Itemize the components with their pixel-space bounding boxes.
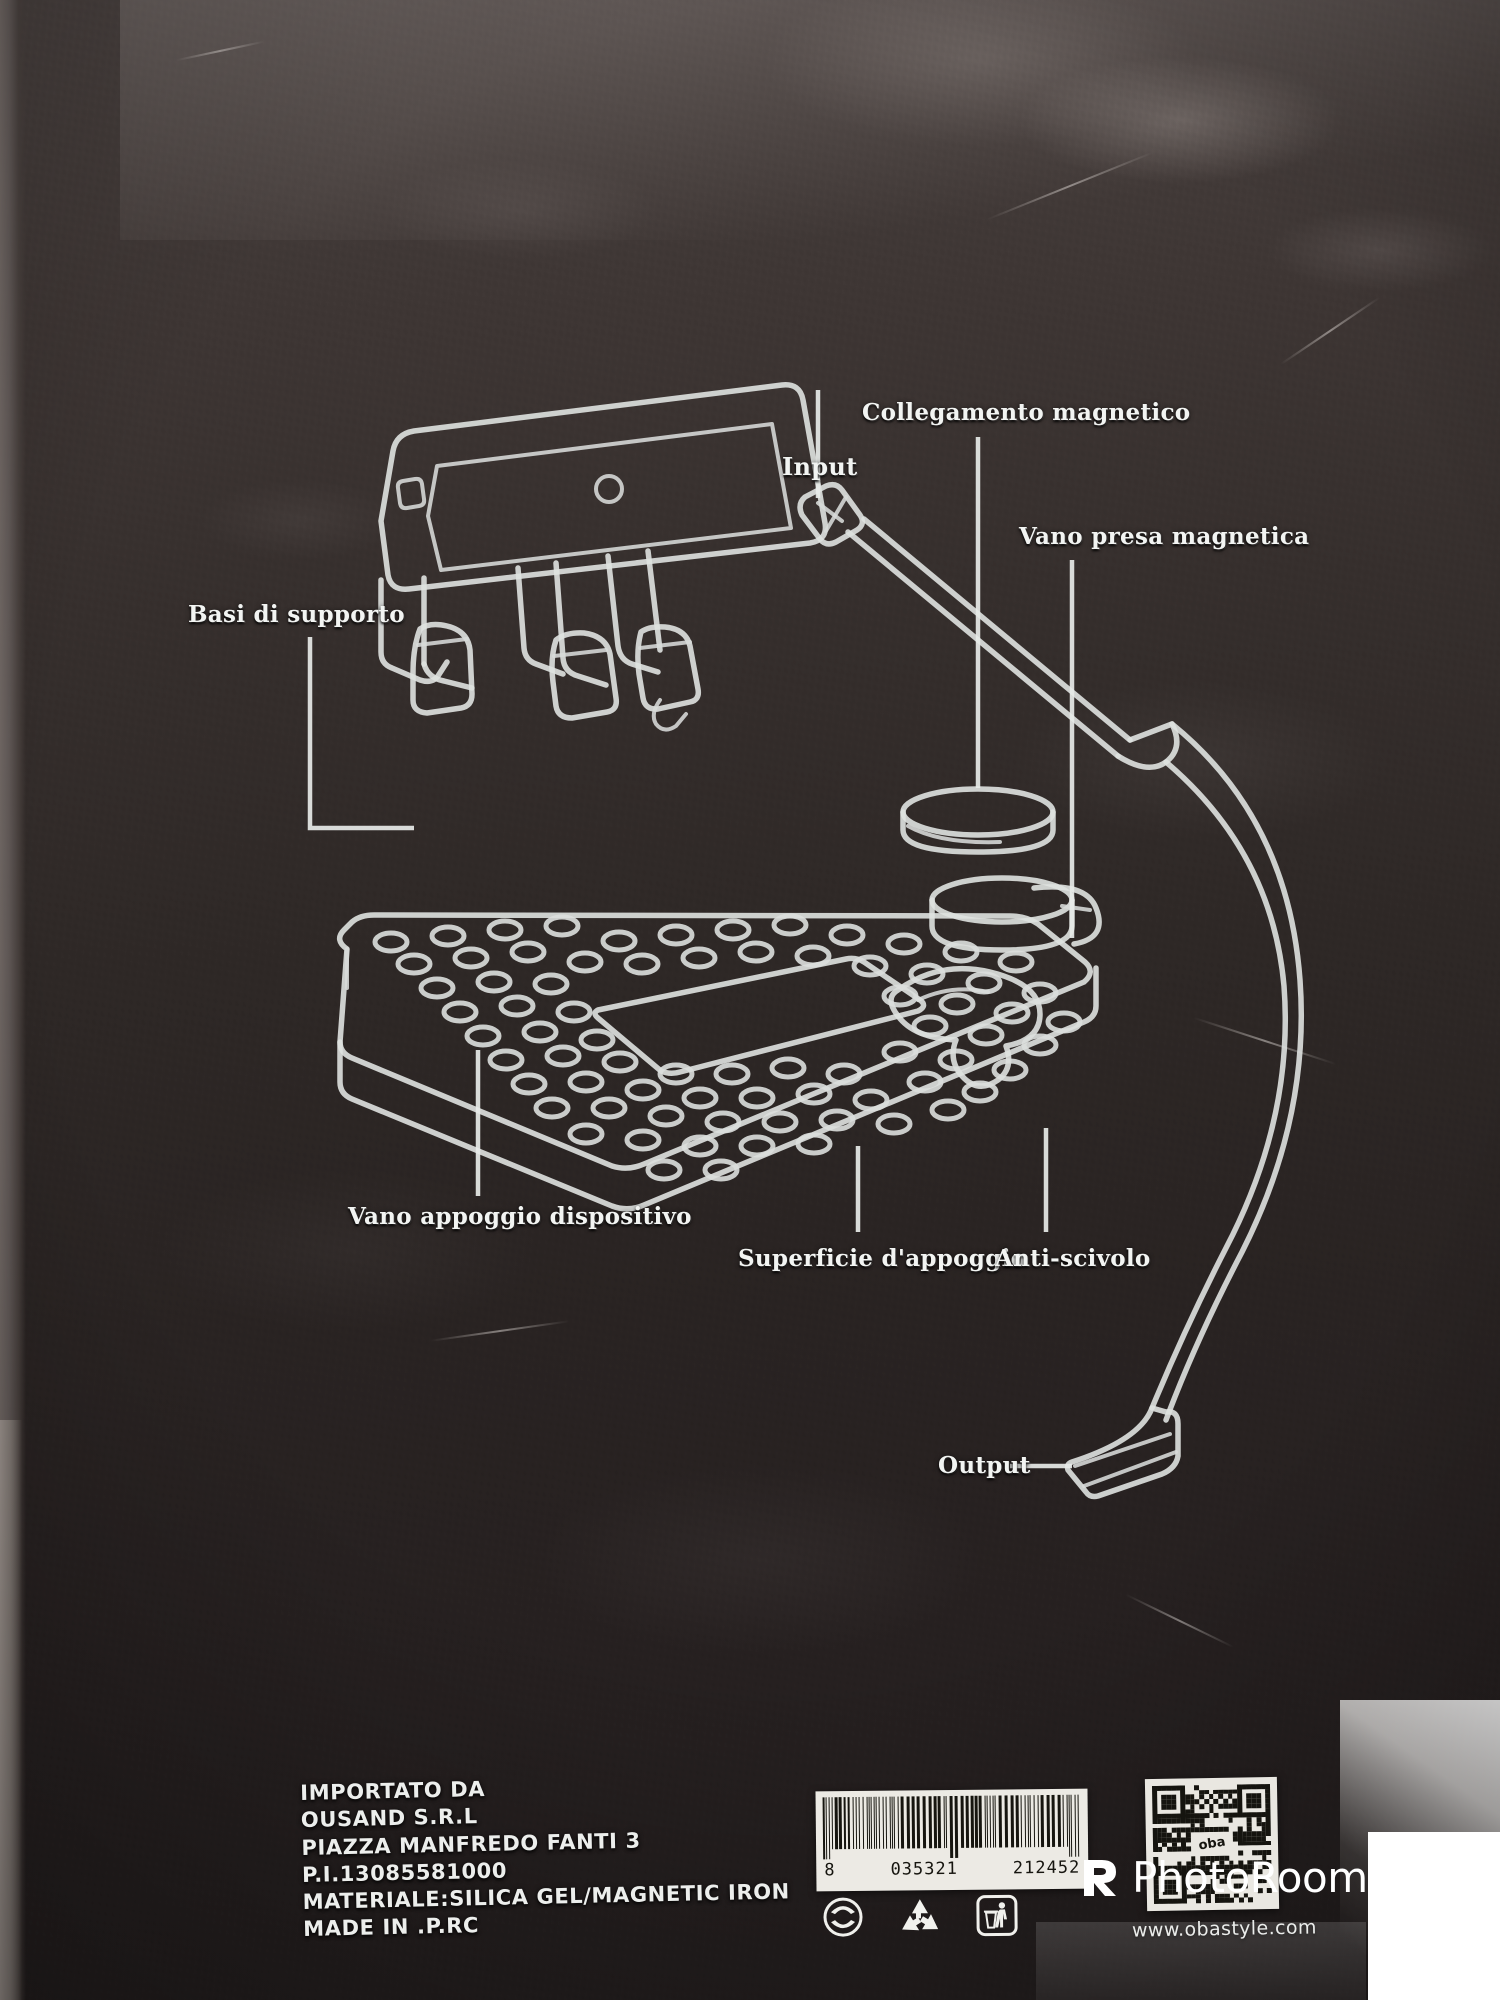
green-dot-icon [823, 1897, 863, 1937]
barcode-digits: 8 035321 212452 [822, 1857, 1082, 1881]
importer-imprint-block: IMPORTATO DA OUSAND S.R.L PIAZZA MANFRED… [300, 1769, 791, 1943]
callout-label-vano-appoggio-dispositivo: Vano appoggio dispositivo [348, 1203, 692, 1230]
callout-label-output: Output [938, 1452, 1031, 1479]
photoroom-r-logo-icon [1084, 1860, 1116, 1896]
callout-label-input: Input [782, 452, 858, 481]
disposal-icons-row [822, 1893, 1072, 1940]
box-top-sheen [120, 0, 1500, 240]
bin-man-icon [976, 1894, 1018, 1937]
callout-label-basi-di-supporto: Basi di supporto [188, 601, 405, 628]
callout-label-collegamento-magnetico: Collegamento magnetico [862, 399, 1191, 426]
barcode-bars [822, 1794, 1083, 1860]
recycle-icon [902, 1899, 939, 1931]
box-left-lower-edge [0, 1420, 22, 2000]
photoroom-watermark: PhotoRoom [1078, 1856, 1368, 1900]
callout-label-superficie-dappoggio: Superficie d'appoggio [738, 1245, 1027, 1272]
callout-label-anti-scivolo: Anti-scivolo [995, 1245, 1151, 1272]
watermark-band [1036, 1922, 1366, 2000]
barcode-group-left: 035321 [890, 1858, 959, 1880]
photoroom-watermark-text: PhotoRoom [1132, 1853, 1368, 1902]
barcode-lead-digit: 8 [824, 1860, 836, 1881]
watermark-corner-block [1368, 1832, 1500, 2000]
qr-center-label: oba [1197, 1834, 1227, 1854]
barcode-group-right: 212452 [1012, 1857, 1081, 1879]
callout-label-vano-presa-magnetica: Vano presa magnetica [1019, 523, 1310, 550]
barcode: 8 035321 212452 [815, 1788, 1089, 1892]
